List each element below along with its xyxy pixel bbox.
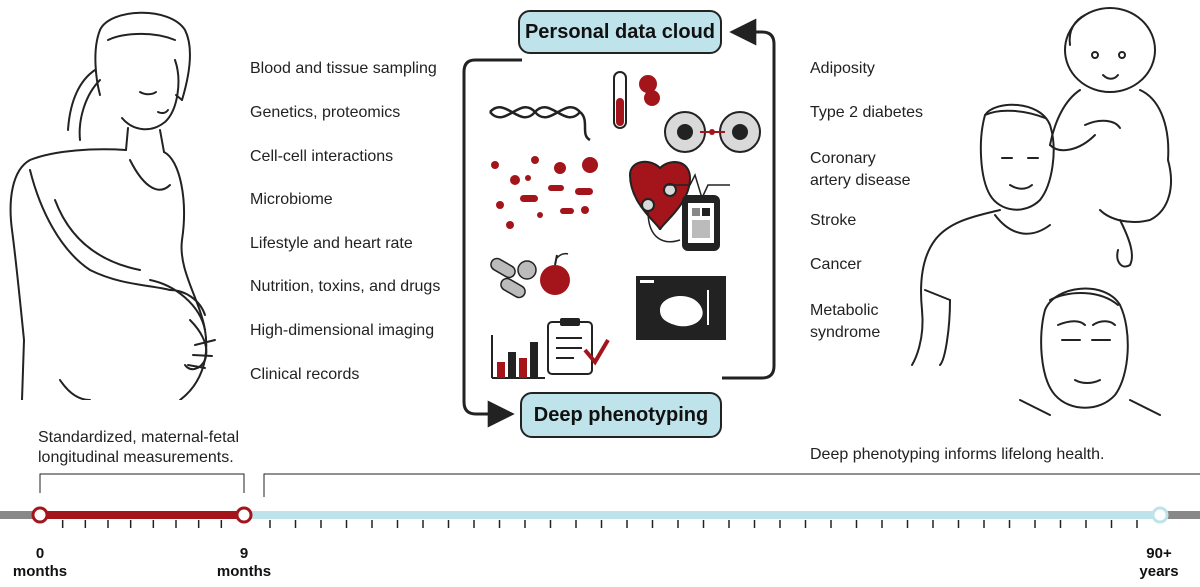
- clipboard-icon: [547, 318, 610, 375]
- timeline: [0, 473, 1200, 528]
- outcome-item: Metabolic syndrome: [810, 302, 881, 341]
- timeline-start-marker: [31, 506, 49, 524]
- cycle-arrow-right: [722, 18, 776, 380]
- measurement-item: Blood and tissue sampling: [250, 60, 437, 77]
- smartwatch-icon: [682, 195, 720, 251]
- microbiome-icon: [491, 156, 598, 229]
- left-caption: Standardized, maternal-fetal longitudina…: [38, 429, 239, 466]
- measurement-item: Microbiome: [250, 191, 333, 208]
- measurement-item: Clinical records: [250, 366, 360, 383]
- deep-phenotyping-box: Deep phenotyping: [520, 392, 722, 438]
- pills-icon: [490, 257, 537, 299]
- right-caption: Deep phenotyping informs lifelong health…: [810, 446, 1105, 463]
- personal-data-cloud-box: Personal data cloud: [518, 10, 722, 54]
- measurement-item: Genetics, proteomics: [250, 104, 401, 121]
- cells-icon: [664, 111, 761, 153]
- outcome-item: Coronary artery disease: [810, 150, 911, 189]
- heart-monitor-icon: [628, 160, 730, 243]
- measurement-item: Cell-cell interactions: [250, 148, 394, 165]
- chart-icon: [491, 335, 545, 379]
- measurement-item: Lifestyle and heart rate: [250, 235, 413, 252]
- family-icon: [911, 7, 1172, 416]
- ultrasound-icon: [636, 276, 726, 340]
- outcome-item: Cancer: [810, 256, 862, 273]
- outcome-item: Adiposity: [810, 60, 875, 77]
- cycle-arrow-left: [462, 58, 522, 428]
- pregnant-woman-icon: [9, 11, 216, 400]
- outcome-item: Type 2 diabetes: [810, 104, 923, 121]
- measurement-item: Nutrition, toxins, and drugs: [250, 278, 441, 295]
- measurement-item: High-dimensional imaging: [250, 322, 435, 339]
- outcome-item: Stroke: [810, 212, 857, 229]
- timeline-mid-marker: [235, 506, 253, 524]
- blood-tube-icon: [613, 71, 660, 129]
- timeline-end-marker: [1151, 506, 1169, 524]
- apple-icon: [540, 252, 570, 295]
- timeline-end-label: 90+years: [1139, 545, 1179, 580]
- dna-icon: [489, 105, 591, 142]
